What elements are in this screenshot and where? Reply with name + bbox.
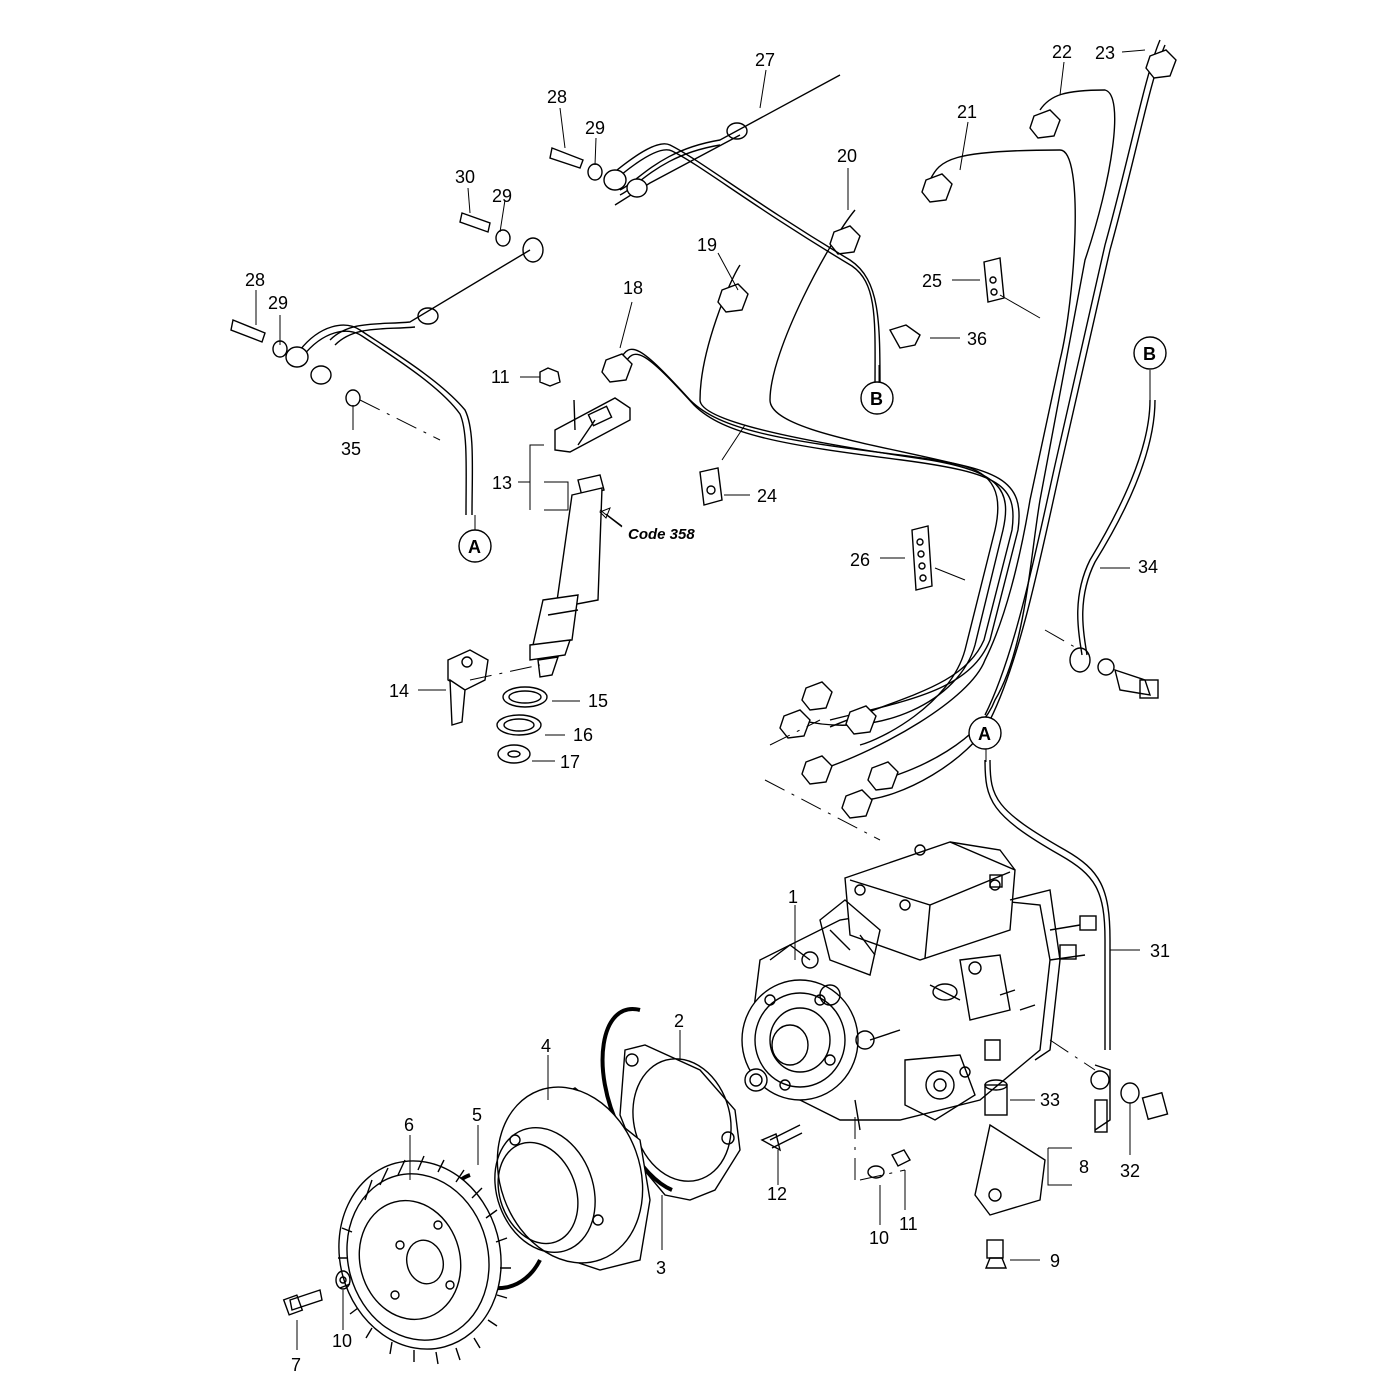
label-part-5: 5 xyxy=(472,1105,482,1125)
injection-pump xyxy=(741,841,1097,1131)
adapter-housing xyxy=(439,1086,651,1290)
label-part-30: 30 xyxy=(455,167,475,187)
label-part-10-gear: 10 xyxy=(332,1331,352,1351)
ref-a-injector: A xyxy=(468,537,481,557)
label-part-8: 8 xyxy=(1079,1157,1089,1177)
label-part-24: 24 xyxy=(757,486,777,506)
label-part-36: 36 xyxy=(967,329,987,349)
center-lines xyxy=(359,399,1096,1181)
fuel-injector xyxy=(447,367,631,764)
label-part-25: 25 xyxy=(922,271,942,291)
label-part-21: 21 xyxy=(957,102,977,122)
reference-markers xyxy=(458,336,1167,750)
label-part-11-injector: 11 xyxy=(491,367,510,387)
label-part-19: 19 xyxy=(697,235,717,255)
label-part-13: 13 xyxy=(492,473,512,493)
fuel-lines xyxy=(230,39,1177,1050)
label-part-6: 6 xyxy=(404,1115,414,1135)
label-part-28-lower: 28 xyxy=(245,270,265,290)
label-part-14: 14 xyxy=(389,681,409,701)
label-part-12: 12 xyxy=(767,1184,787,1204)
label-part-34: 34 xyxy=(1138,557,1158,577)
label-part-20: 20 xyxy=(837,146,857,166)
label-part-7: 7 xyxy=(291,1355,301,1375)
label-part-26: 26 xyxy=(850,550,870,570)
ref-b-pipe: B xyxy=(1143,344,1156,364)
label-part-3: 3 xyxy=(656,1258,666,1278)
label-part-29-middle: 29 xyxy=(492,186,512,206)
reference-letters: A A B B xyxy=(468,344,1156,744)
label-part-35: 35 xyxy=(341,439,361,459)
ref-a-pump: A xyxy=(978,724,991,744)
label-part-15: 15 xyxy=(588,691,608,711)
label-part-9: 9 xyxy=(1050,1251,1060,1271)
label-part-27: 27 xyxy=(755,50,775,70)
label-part-29-lower: 29 xyxy=(268,293,288,313)
fasteners xyxy=(282,647,1169,1316)
label-part-31: 31 xyxy=(1150,941,1170,961)
label-part-10-pump: 10 xyxy=(869,1228,889,1248)
drive-gear xyxy=(338,1155,511,1365)
label-part-18: 18 xyxy=(623,278,643,298)
label-part-29-upper: 29 xyxy=(585,118,605,138)
label-part-4: 4 xyxy=(541,1036,551,1056)
code-arrow xyxy=(599,507,623,527)
label-part-16: 16 xyxy=(573,725,593,745)
leader-lines xyxy=(255,49,1151,1350)
label-part-1: 1 xyxy=(788,887,798,907)
label-part-23: 23 xyxy=(1095,43,1115,63)
label-part-32: 32 xyxy=(1120,1161,1140,1181)
label-part-2: 2 xyxy=(674,1011,684,1031)
ref-b-line: B xyxy=(870,389,883,409)
label-part-33: 33 xyxy=(1040,1090,1060,1110)
label-part-11-pump: 11 xyxy=(899,1214,918,1234)
code-note: Code 358 xyxy=(628,526,695,543)
label-part-22: 22 xyxy=(1052,42,1072,62)
label-part-28-upper: 28 xyxy=(547,87,567,107)
label-part-17: 17 xyxy=(560,752,580,772)
part-number-labels: 1 2 3 4 5 6 7 8 9 10 10 11 11 12 13 14 1… xyxy=(245,42,1170,1375)
